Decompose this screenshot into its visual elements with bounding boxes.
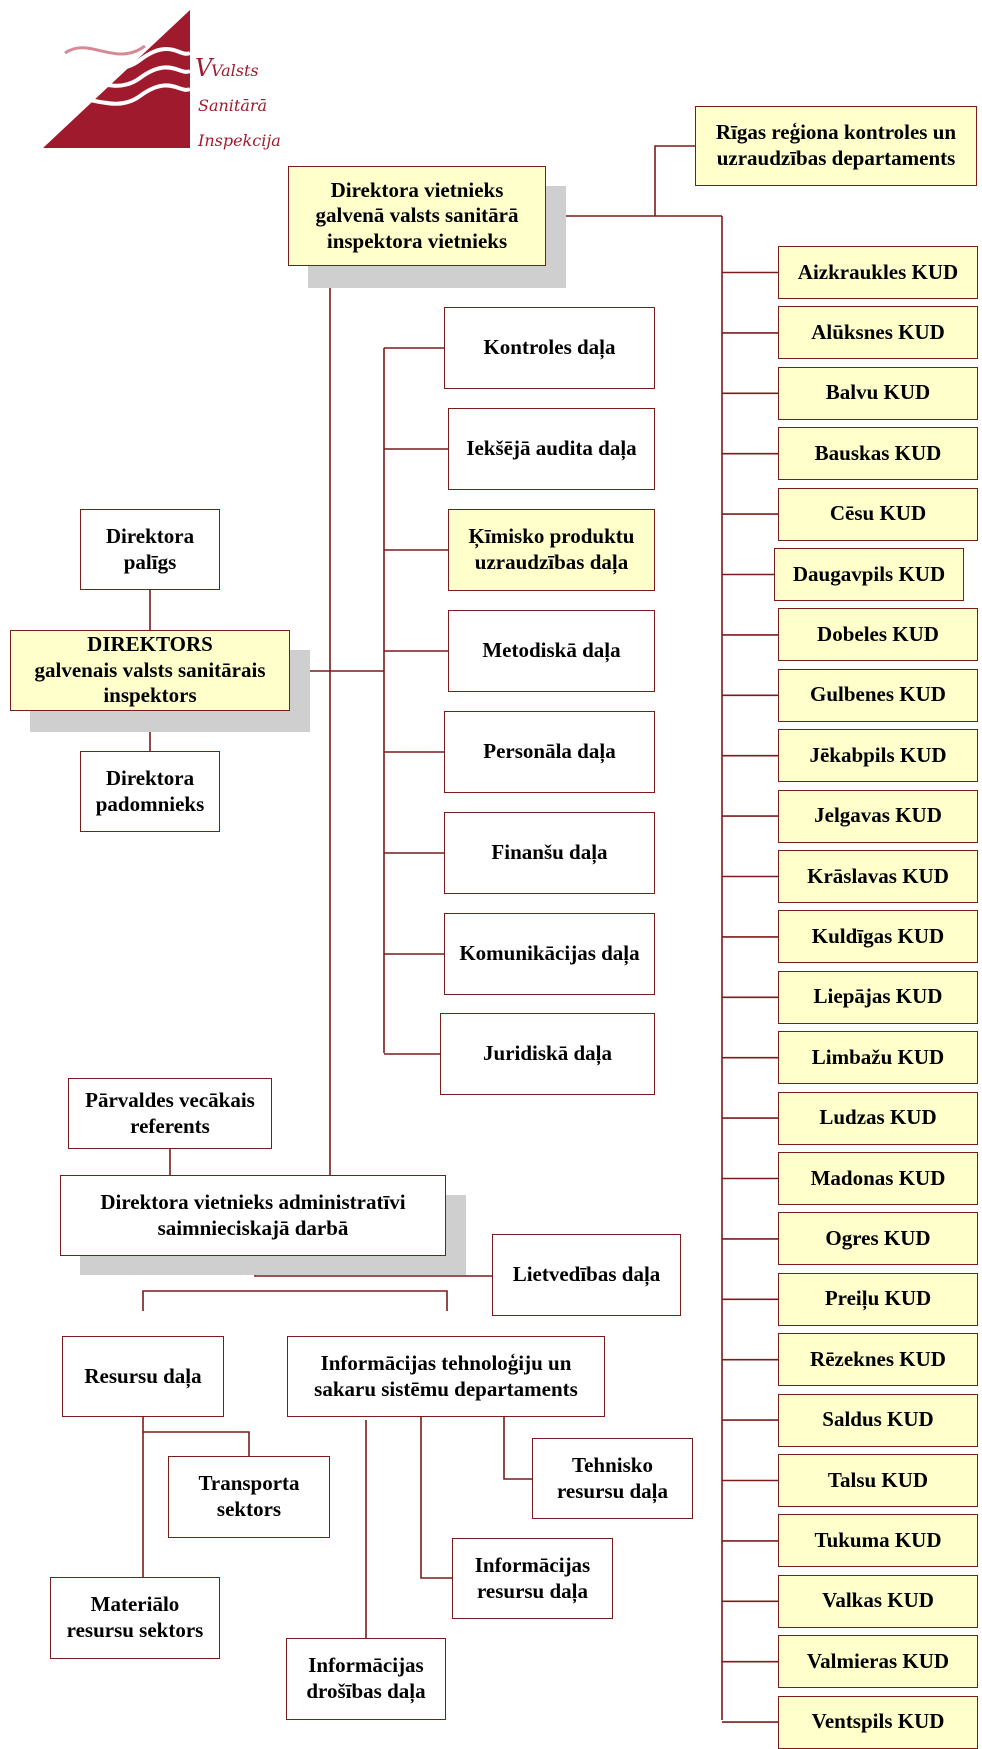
logo-line-1: Valsts — [211, 61, 259, 80]
records-management-box: Lietvedības daļa — [492, 1234, 681, 1316]
division-methodical: Metodiskā daļa — [448, 610, 655, 692]
kud-box: Tukuma KUD — [778, 1514, 978, 1568]
kud-box: Valmieras KUD — [778, 1635, 978, 1689]
kud-box: Balvu KUD — [778, 366, 978, 420]
division-chemical: Ķīmisko produktu uzraudzības daļa — [448, 509, 655, 591]
kud-box: Kuldīgas KUD — [778, 910, 978, 964]
deputy-director-admin-box: Direktora vietnieks administratīvi saimn… — [60, 1175, 446, 1256]
senior-referent-box: Pārvaldes vecākais referents — [68, 1078, 272, 1149]
division-communication: Komunikācijas daļa — [444, 913, 655, 995]
director-box: DIREKTORS galvenais valsts sanitārais in… — [10, 630, 290, 711]
kud-box: Daugavpils KUD — [774, 548, 964, 601]
deputy-director-main-box: Direktora vietnieks galvenā valsts sanit… — [288, 166, 546, 266]
kud-box: Talsu KUD — [778, 1454, 978, 1507]
kud-box: Rēzeknes KUD — [778, 1333, 978, 1387]
director-advisor-box: Direktora padomnieks — [80, 751, 220, 832]
logo: V Valsts Sanitārā Inspekcija — [40, 8, 310, 163]
kud-box: Alūksnes KUD — [778, 306, 978, 360]
division-control: Kontroles daļa — [444, 307, 655, 389]
kud-box: Cēsu KUD — [778, 487, 978, 541]
riga-department-box: Rīgas reģiona kontroles un uzraudzības d… — [695, 106, 977, 186]
technical-resources-box: Tehnisko resursu daļa — [532, 1438, 693, 1519]
division-finance: Finanšu daļa — [444, 812, 655, 894]
division-legal: Juridiskā daļa — [440, 1013, 655, 1095]
kud-box: Krāslavas KUD — [778, 850, 978, 903]
transport-sector-box: Transporta sektors — [168, 1456, 330, 1538]
kud-box: Gulbenes KUD — [778, 668, 978, 722]
kud-box: Preiļu KUD — [778, 1272, 978, 1326]
kud-box: Ogres KUD — [778, 1212, 978, 1266]
kud-box: Dobeles KUD — [778, 608, 978, 662]
it-department-box: Informācijas tehnoloģiju un sakaru sistē… — [287, 1336, 605, 1417]
division-personnel: Personāla daļa — [444, 711, 655, 793]
information-security-box: Informācijas drošības daļa — [286, 1638, 446, 1720]
kud-box: Aizkraukles KUD — [778, 246, 978, 299]
kud-box: Madonas KUD — [778, 1152, 978, 1205]
kud-box: Jelgavas KUD — [778, 789, 978, 843]
division-internal-audit: Iekšējā audita daļa — [448, 408, 655, 490]
kud-box: Saldus KUD — [778, 1393, 978, 1447]
kud-box: Jēkabpils KUD — [778, 729, 978, 783]
logo-emblem-icon: V Valsts Sanitārā Inspekcija — [43, 10, 281, 150]
logo-line-2: Sanitārā — [198, 96, 267, 115]
kud-box: Limbažu KUD — [778, 1031, 978, 1085]
logo-line-3: Inspekcija — [197, 131, 281, 150]
kud-box: Ventspils KUD — [778, 1695, 978, 1749]
director-assistant-box: Direktora palīgs — [80, 509, 220, 590]
kud-box: Valkas KUD — [778, 1574, 978, 1628]
kud-box: Liepājas KUD — [778, 970, 978, 1024]
material-resources-box: Materiālo resursu sektors — [50, 1577, 220, 1659]
kud-box: Bauskas KUD — [778, 427, 978, 481]
kud-box: Ludzas KUD — [778, 1091, 978, 1145]
resources-division-box: Resursu daļa — [62, 1336, 224, 1417]
svg-text:V: V — [195, 54, 215, 82]
information-resources-box: Informācijas resursu daļa — [452, 1538, 613, 1619]
